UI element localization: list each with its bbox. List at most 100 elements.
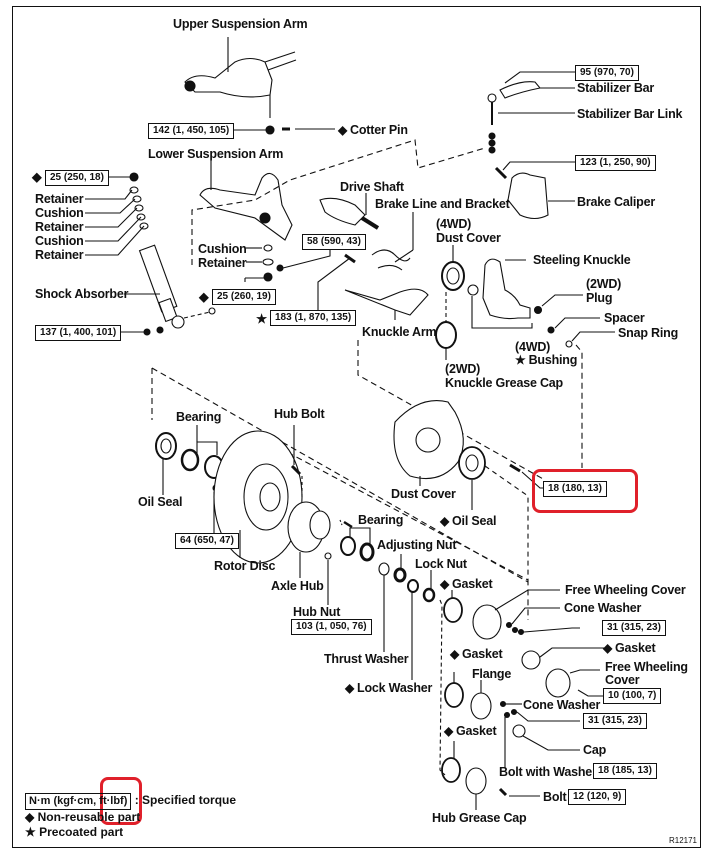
label-bearing: Bearing	[358, 513, 404, 527]
label-stabilizer-bar-link: Stabilizer Bar Link	[577, 107, 683, 121]
label-oil-seal: ◆Oil Seal	[440, 514, 497, 528]
torque-free-wheeling-cover-bolt: 10 (100, 7)	[603, 688, 662, 704]
highlight-dust-cover-torque	[532, 469, 638, 513]
label-retainer: Retainer	[35, 248, 84, 262]
free-wheeling-cover-2-drawing	[545, 668, 571, 698]
torque-stabilizer-bar: 95 (970, 70)	[575, 65, 639, 81]
torque-bolt-with-washer: 18 (185, 13)	[593, 763, 657, 779]
non-reusable-icon: ◆	[345, 681, 355, 695]
label-4wd-tag: (4WD)	[515, 340, 551, 354]
non-reusable-icon: ◆	[199, 290, 209, 304]
lower-suspension-arm-drawing	[199, 172, 293, 241]
label-2wd-tag: (2WD)	[445, 362, 481, 376]
highlight-legend-ft-lbf	[100, 777, 142, 825]
label-knuckle-arm: Knuckle Arm	[362, 325, 437, 339]
label-retainer: Retainer	[35, 192, 84, 206]
non-reusable-icon: ◆	[603, 641, 613, 655]
torque-cone-washer-nut: 31 (315, 23)	[583, 713, 647, 729]
label-bearing: Bearing	[176, 410, 222, 424]
diagram-frame	[12, 6, 701, 848]
label-gasket: ◆Gasket	[450, 647, 503, 661]
torque-lower-arm-nut: 25 (260, 19)	[212, 289, 276, 305]
label-spacer: Spacer	[604, 311, 645, 325]
label-hub-bolt: Hub Bolt	[274, 407, 325, 421]
label-drive-shaft: Drive Shaft	[340, 180, 404, 194]
dust-cover-drawing	[393, 400, 464, 480]
non-reusable-icon: ◆	[440, 514, 450, 528]
non-reusable-icon: ◆	[25, 810, 35, 824]
label-retainer: Retainer	[35, 220, 84, 234]
label-brake-line-bracket: Brake Line and Bracket	[375, 197, 510, 211]
torque-brake-caliper: 123 (1, 250, 90)	[575, 155, 656, 171]
axle-hub-drawing	[287, 501, 331, 553]
label-hub-nut: Hub Nut	[293, 605, 341, 619]
torque-shock-bottom: 137 (1, 400, 101)	[35, 325, 122, 341]
label-thrust-washer: Thrust Washer	[324, 652, 409, 666]
non-reusable-icon: ◆	[450, 647, 460, 661]
label-2wd-tag: (2WD)	[586, 277, 622, 291]
label-knuckle-grease-cap: Knuckle Grease Cap	[445, 376, 563, 390]
label-bolt-with-washer: Bolt with Washer	[499, 765, 597, 779]
label-upper-suspension-arm: Upper Suspension Arm	[173, 17, 308, 31]
precoated-icon: ★	[256, 312, 268, 326]
torque-knuckle-arm-bolt: 183 (1, 870, 135)	[270, 310, 357, 326]
label-gasket: ◆Gasket	[603, 641, 656, 655]
steering-knuckle-drawing	[482, 258, 531, 320]
label-stabilizer-bar: Stabilizer Bar	[577, 81, 655, 95]
torque-upper-arm-nut: 142 (1, 450, 105)	[148, 123, 235, 139]
label-free-wheeling-cover-2: Cover	[605, 673, 640, 687]
label-cone-washer: Cone Washer	[564, 601, 642, 615]
precoated-icon: ★	[25, 825, 36, 839]
non-reusable-icon: ◆	[338, 123, 348, 137]
label-cushion: Cushion	[198, 242, 247, 256]
drive-shaft-drawing	[319, 197, 380, 230]
torque-ball-joint: 58 (590, 43)	[302, 234, 366, 250]
label-rotor-disc: Rotor Disc	[214, 559, 276, 573]
label-dust-cover: Dust Cover	[391, 487, 456, 501]
label-gasket: ◆Gasket	[444, 724, 497, 738]
label-adjusting-nut: Adjusting Nut	[377, 538, 457, 552]
torque-hub-nut: 103 (1, 050, 76)	[291, 619, 372, 635]
non-reusable-icon: ◆	[32, 170, 42, 184]
torque-rotor-disc: 64 (650, 47)	[175, 533, 239, 549]
label-lower-suspension-arm: Lower Suspension Arm	[148, 147, 284, 161]
label-steeling-knuckle: Steeling Knuckle	[533, 253, 631, 267]
torque-cone-washer-nut: 31 (315, 23)	[602, 620, 666, 636]
upper-suspension-arm-drawing	[184, 51, 297, 118]
precoated-icon: ★	[515, 353, 526, 367]
label-gasket: ◆Gasket	[440, 577, 493, 591]
label-free-wheeling-cover: Free Wheeling Cover	[565, 583, 686, 597]
non-reusable-icon: ◆	[440, 577, 450, 591]
label-shock-absorber: Shock Absorber	[35, 287, 129, 301]
shock-absorber-drawing	[138, 244, 185, 329]
label-4wd-tag: (4WD)	[436, 217, 472, 231]
label-cotter-pin: ◆Cotter Pin	[338, 123, 408, 137]
label-lock-washer: ◆Lock Washer	[345, 681, 433, 695]
legend-precoated: ★ Precoated part	[25, 825, 124, 839]
label-flange: Flange	[472, 667, 512, 681]
label-cone-washer: Cone Washer	[523, 698, 601, 712]
label-axle-hub: Axle Hub	[271, 579, 324, 593]
legend-non-reusable: ◆ Non-reusable part	[25, 810, 141, 824]
label-lock-nut: Lock Nut	[415, 557, 467, 571]
brake-caliper-drawing	[507, 172, 549, 220]
torque-shock-top: 25 (250, 18)	[45, 170, 109, 186]
label-brake-caliper: Brake Caliper	[577, 195, 655, 209]
label-snap-ring: Snap Ring	[618, 326, 679, 340]
label-cushion: Cushion	[35, 206, 84, 220]
legend: N·m (kgf·cm, ft·lbf) : Specified torque …	[25, 793, 236, 840]
label-dust-cover-4wd: Dust Cover	[436, 231, 501, 245]
torque-dust-cover-bolt: 18 (180, 13)	[543, 481, 607, 497]
free-wheeling-cover-drawing	[472, 604, 502, 640]
legend-torque-unit: N·m (kgf·cm, ft·lbf) : Specified torque	[25, 793, 236, 810]
label-cushion: Cushion	[35, 234, 84, 248]
label-free-wheeling-cover: Free Wheeling	[605, 660, 688, 674]
label-bushing: ★Bushing	[515, 353, 578, 367]
label-retainer: Retainer	[198, 256, 247, 270]
figure-reference-id: R12171	[668, 836, 697, 845]
label-plug: Plug	[586, 291, 613, 305]
label-oil-seal: Oil Seal	[138, 495, 183, 509]
label-hub-grease-cap: Hub Grease Cap	[432, 811, 527, 825]
label-bolt: Bolt	[543, 790, 567, 804]
